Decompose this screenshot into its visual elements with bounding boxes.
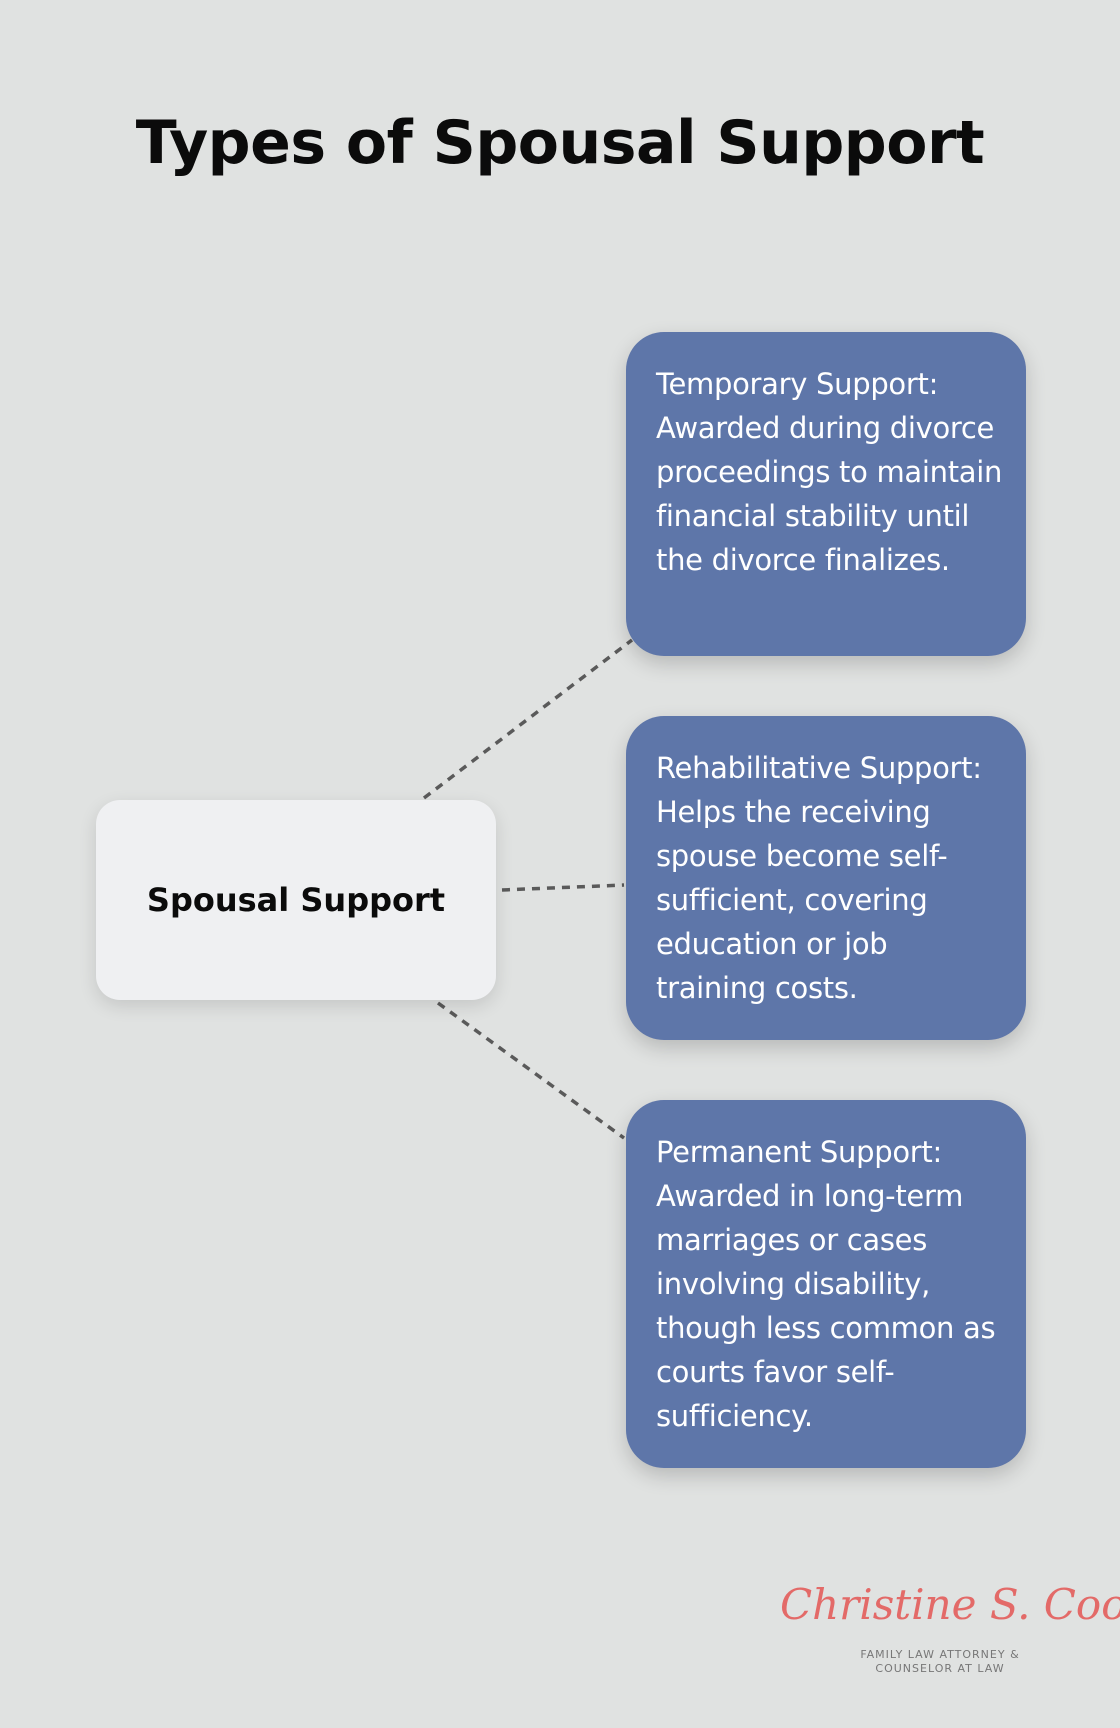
logo-name: Christine S. Cook [780, 1580, 1120, 1629]
card-text: Temporary Support: Awarded during divorc… [656, 367, 1003, 577]
logo-tagline-line2: COUNSELOR AT LAW [875, 1662, 1005, 1675]
center-node-label: Spousal Support [146, 881, 446, 919]
connector-line-rehabilitative [501, 883, 625, 892]
brand-logo: Christine S. Cook FAMILY LAW ATTORNEY & … [780, 1580, 1120, 1675]
card-permanent-support: Permanent Support: Awarded in long-term … [626, 1100, 1026, 1468]
card-text: Permanent Support: Awarded in long-term … [656, 1135, 996, 1433]
card-temporary-support: Temporary Support: Awarded during divorc… [626, 332, 1026, 656]
center-node: Spousal Support [96, 800, 496, 1000]
connector-line-temporary [422, 638, 634, 800]
logo-tagline-line1: FAMILY LAW ATTORNEY & [860, 1648, 1020, 1661]
card-text: Rehabilitative Support: Helps the receiv… [656, 751, 982, 1005]
page-title: Types of Spousal Support [135, 108, 985, 178]
connector-line-permanent [436, 1001, 626, 1140]
card-rehabilitative-support: Rehabilitative Support: Helps the receiv… [626, 716, 1026, 1040]
